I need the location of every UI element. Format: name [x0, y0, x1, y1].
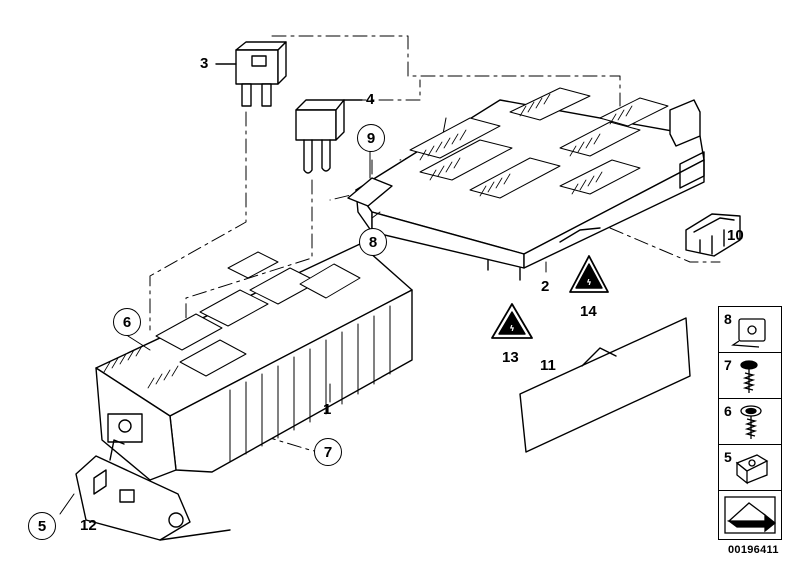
bracket-part-12 [75, 439, 231, 541]
sheet-part-11 [519, 317, 691, 453]
callout-13: 13 [502, 349, 519, 366]
legend-tile-8: 8 [718, 306, 782, 354]
spring-nut-icon [735, 454, 769, 485]
legend-tile-6-number: 6 [724, 403, 732, 419]
callout-12: 12 [80, 517, 97, 534]
callout-9: 9 [357, 124, 385, 152]
svg-text:ϟ: ϟ [586, 278, 591, 287]
clip-part-10 [685, 213, 741, 257]
legend-tile-8-number: 8 [724, 311, 732, 327]
leader-lines [59, 149, 547, 515]
callout-2: 2 [541, 278, 550, 295]
fuse-box-part-1 [95, 243, 413, 481]
legend-tile-6: 6 [718, 398, 782, 446]
svg-text:ϟ: ϟ [509, 324, 514, 333]
callout-1: 1 [323, 401, 332, 418]
callout-11: 11 [540, 357, 556, 374]
fuse-part-4 [295, 99, 363, 174]
callout-7: 7 [314, 438, 342, 466]
callout-4: 4 [366, 91, 375, 108]
callout-5: 5 [28, 512, 56, 540]
sheet-notch [581, 347, 617, 367]
screw-icon [740, 360, 758, 393]
warning-label-14: ϟ [569, 255, 609, 293]
fuse-box-part-2 [347, 87, 705, 281]
legend-tile-5: 5 [718, 444, 782, 492]
legend-tile-5-number: 5 [724, 449, 732, 465]
arrow-icon [724, 496, 777, 534]
legend-tile-7: 7 [718, 352, 782, 400]
callout-10: 10 [727, 227, 744, 244]
fuse-part-3 [215, 41, 287, 107]
warning-label-13: ϟ [491, 303, 533, 339]
legend-tile-7-number: 7 [724, 357, 732, 373]
callout-3: 3 [200, 55, 209, 72]
clip-nut-icon [731, 318, 766, 348]
callout-14: 14 [580, 303, 597, 320]
callout-6: 6 [113, 308, 141, 336]
document-id: 00196411 [728, 544, 779, 556]
collar-screw-icon [740, 405, 762, 439]
legend-tile-arrow [718, 490, 782, 540]
callout-8: 8 [359, 228, 387, 256]
